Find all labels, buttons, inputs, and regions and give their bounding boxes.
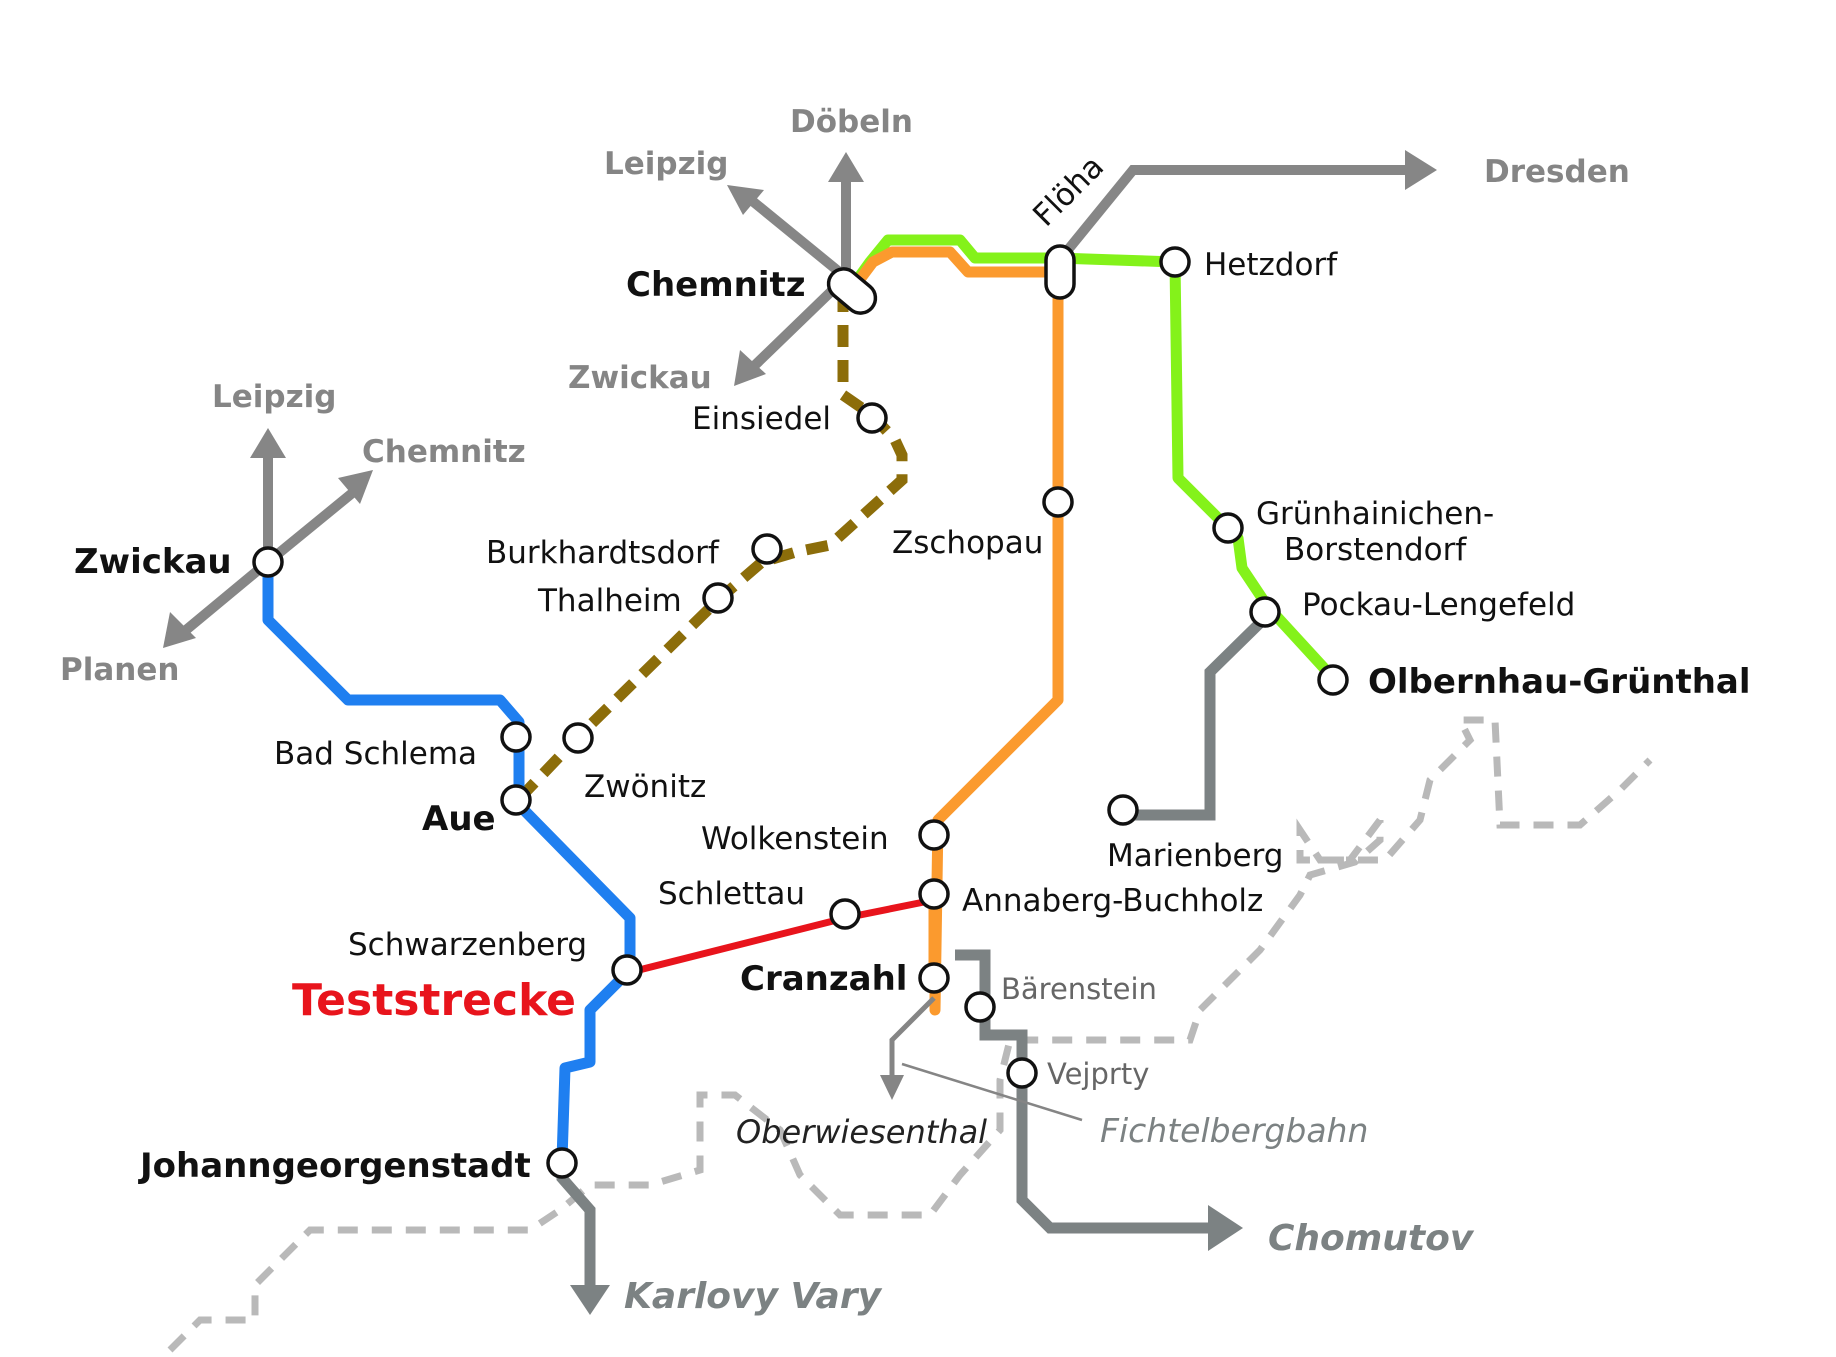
label-leipzig-left: Leipzig bbox=[212, 379, 336, 415]
fichtelbergbahn-line bbox=[889, 996, 936, 1085]
border-east bbox=[1296, 716, 1653, 864]
arrow-chemnitz-left bbox=[264, 486, 360, 566]
label-chemnitz: Chemnitz bbox=[626, 265, 806, 305]
station-einsiedel[interactable] bbox=[856, 402, 888, 434]
station-hetzdorf[interactable] bbox=[1159, 246, 1191, 278]
label-cranzahl: Cranzahl bbox=[740, 959, 907, 999]
label-doebeln: Döbeln bbox=[790, 104, 913, 140]
label-thalheim: Thalheim bbox=[537, 583, 682, 619]
label-zwoenitz: Zwönitz bbox=[584, 769, 706, 805]
fichtelbergbahn-pointer bbox=[901, 1062, 1083, 1122]
label-baerenstein: Bärenstein bbox=[1001, 972, 1157, 1006]
station-baerenstein[interactable] bbox=[964, 991, 996, 1023]
arrow-leipzig-top bbox=[741, 191, 847, 279]
label-annaberg: Annaberg-Buchholz bbox=[962, 883, 1263, 919]
arrowhead-karlovy-vary bbox=[570, 1285, 610, 1315]
label-chemnitz-left: Chemnitz bbox=[362, 434, 526, 470]
fichtelbergbahn bbox=[889, 996, 1083, 1122]
label-chomutov: Chomutov bbox=[1268, 1218, 1475, 1259]
label-teststrecke: Teststrecke bbox=[292, 975, 576, 1026]
label-dresden: Dresden bbox=[1484, 154, 1630, 190]
label-gruenhainichen-1: Grünhainichen- bbox=[1256, 496, 1494, 532]
station-cranzahl[interactable] bbox=[918, 962, 950, 994]
label-pockau: Pockau-Lengefeld bbox=[1302, 587, 1575, 623]
label-bad-schlema: Bad Schlema bbox=[274, 736, 477, 772]
station-wolkenstein[interactable] bbox=[918, 819, 950, 851]
olive-dashed-line bbox=[514, 290, 908, 804]
blue-line bbox=[262, 565, 636, 1161]
label-olbernhau: Olbernhau-Grünthal bbox=[1368, 662, 1751, 702]
direction-labels: Döbeln Leipzig Zwickau Dresden Leipzig C… bbox=[60, 104, 1630, 1317]
station-schwarzenberg[interactable] bbox=[611, 954, 643, 986]
station-floeha[interactable] bbox=[1044, 244, 1076, 300]
label-leipzig-top: Leipzig bbox=[604, 146, 728, 182]
label-vejprty: Vejprty bbox=[1047, 1057, 1149, 1091]
grey-lines bbox=[556, 614, 1269, 1290]
label-fichtelbergbahn: Fichtelbergbahn bbox=[1100, 1111, 1368, 1150]
arrowhead-leipzig-top bbox=[727, 185, 764, 215]
station-vejprty[interactable] bbox=[1006, 1057, 1038, 1089]
label-schwarzenberg: Schwarzenberg bbox=[348, 927, 587, 963]
label-burkhardtsdorf: Burkhardtsdorf bbox=[486, 535, 720, 571]
station-aue[interactable] bbox=[500, 784, 532, 816]
annotations: Teststrecke Fichtelbergbahn bbox=[292, 975, 1368, 1150]
station-zschopau[interactable] bbox=[1042, 486, 1074, 518]
label-hetzdorf: Hetzdorf bbox=[1204, 247, 1338, 283]
arrowhead-oberwiesenthal bbox=[880, 1075, 904, 1100]
station-gruenhainichen[interactable] bbox=[1212, 512, 1244, 544]
label-zwickau-top: Zwickau bbox=[568, 360, 712, 396]
label-zwickau: Zwickau bbox=[74, 542, 232, 582]
grey-line-karlovy-vary bbox=[556, 1165, 596, 1290]
arrow-planen bbox=[176, 558, 272, 639]
station-bad-schlema[interactable] bbox=[500, 721, 532, 753]
station-labels: Chemnitz Flöha Hetzdorf Einsiedel Zschop… bbox=[74, 149, 1751, 1186]
station-johanngeorgenstadt[interactable] bbox=[546, 1147, 578, 1179]
arrow-zwickau-top bbox=[748, 276, 847, 372]
arrowhead-doebeln bbox=[828, 152, 864, 182]
grey-line-chomutov bbox=[955, 949, 1215, 1234]
station-annaberg[interactable] bbox=[918, 878, 950, 910]
arrow-dresden bbox=[1054, 165, 1412, 266]
border-west bbox=[167, 820, 1384, 1353]
station-marienberg[interactable] bbox=[1107, 794, 1139, 826]
arrowhead-planen bbox=[163, 612, 196, 648]
arrowhead-chomutov bbox=[1208, 1205, 1243, 1251]
label-wolkenstein: Wolkenstein bbox=[701, 821, 889, 857]
station-zwickau[interactable] bbox=[252, 546, 284, 578]
arrowhead-zwickau-top bbox=[734, 350, 766, 386]
direction-arrows bbox=[176, 165, 1412, 639]
label-marienberg: Marienberg bbox=[1107, 838, 1283, 874]
station-olbernhau[interactable] bbox=[1317, 664, 1349, 696]
station-burkhardtsdorf[interactable] bbox=[751, 533, 783, 565]
station-zwoenitz[interactable] bbox=[562, 722, 594, 754]
border-line bbox=[167, 716, 1653, 1353]
stations bbox=[252, 244, 1349, 1179]
arrowhead-chemnitz-left bbox=[338, 470, 373, 504]
label-planen: Planen bbox=[60, 652, 179, 688]
label-gruenhainichen-2: Borstendorf bbox=[1284, 532, 1467, 568]
arrowhead-dresden bbox=[1405, 150, 1437, 190]
arrowhead-leipzig-left bbox=[250, 428, 286, 458]
label-schlettau: Schlettau bbox=[658, 876, 805, 912]
label-einsiedel: Einsiedel bbox=[692, 401, 831, 437]
label-johanngeorgenstadt: Johanngeorgenstadt bbox=[138, 1146, 531, 1186]
label-oberwiesenthal: Oberwiesenthal bbox=[736, 1113, 987, 1151]
arrow-heads bbox=[163, 150, 1437, 648]
label-karlovy-vary: Karlovy Vary bbox=[624, 1276, 883, 1317]
grey-line-marienberg bbox=[1125, 614, 1269, 821]
station-pockau[interactable] bbox=[1249, 596, 1281, 628]
station-chemnitz[interactable] bbox=[822, 263, 881, 319]
label-aue: Aue bbox=[422, 799, 496, 839]
label-floeha: Flöha bbox=[1026, 149, 1111, 234]
station-schlettau[interactable] bbox=[829, 898, 861, 930]
label-zschopau: Zschopau bbox=[892, 525, 1043, 561]
station-thalheim[interactable] bbox=[702, 582, 734, 614]
